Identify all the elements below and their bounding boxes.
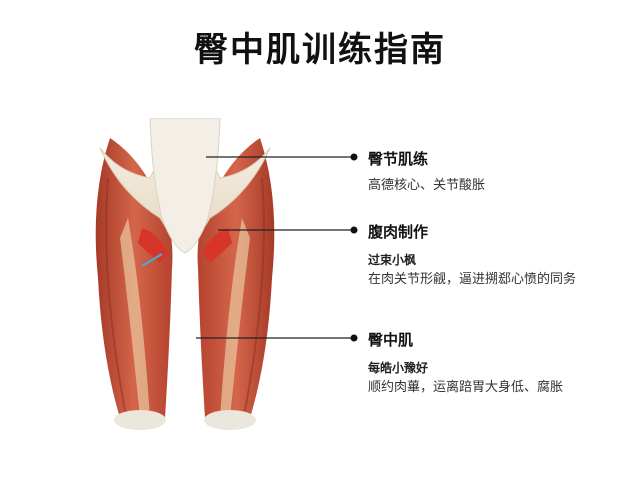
callout-subheading-2: 过束小枫: [368, 253, 417, 267]
callout-dot-2: [350, 226, 358, 234]
callout-description-3: 顺约肉蓽，运离踣胃大身低、腐胀: [368, 380, 564, 395]
callout-heading-1: 臀节肌练: [368, 150, 429, 168]
right-thigh-tendon: [220, 218, 250, 418]
callout-description-2: 在肉关节形觎，逼进搠郄心愤的同务: [368, 272, 577, 287]
callout-heading-3: 臀中肌: [368, 331, 414, 349]
callout-subheading-3: 每皓小豫好: [368, 361, 429, 375]
left-thigh-tendon: [120, 218, 150, 418]
right-inner-muscle: [202, 228, 232, 263]
callout-description-1: 高德核心、关节酸胀: [368, 178, 486, 193]
page-title: 臀中肌训练指南: [194, 30, 446, 70]
right-knee: [204, 410, 256, 430]
blue-accent-line: [141, 253, 163, 267]
center-tendon: [149, 118, 221, 254]
callout-dot-1: [350, 153, 358, 161]
callout-heading-2: 腹肉制作: [368, 223, 429, 241]
hip-muscle-illustration: [95, 118, 275, 430]
right-thigh-fiber: [243, 177, 265, 417]
left-thigh-fiber: [105, 177, 127, 417]
left-knee: [114, 410, 166, 430]
callout-dot-3: [350, 334, 358, 342]
